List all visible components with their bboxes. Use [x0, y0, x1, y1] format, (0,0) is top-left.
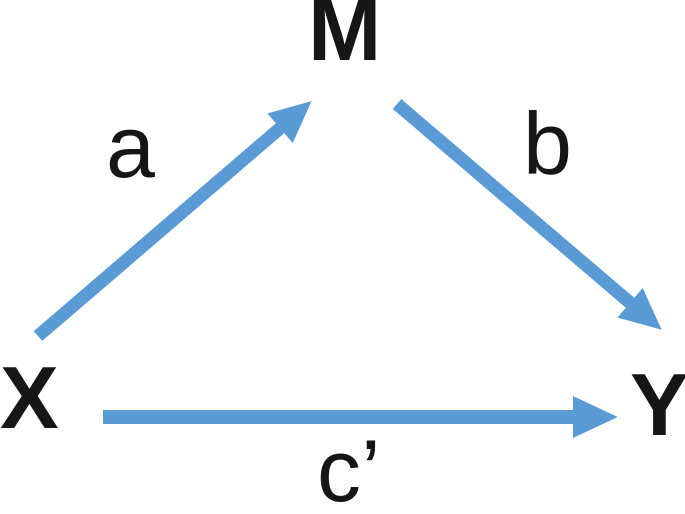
node-label-independent: X: [0, 348, 59, 447]
node-label-dependent: Y: [630, 355, 685, 454]
path-label-c-prime: c’: [317, 421, 381, 514]
path-a-arrow: [33, 101, 312, 341]
node-label-mediator: M: [308, 0, 382, 79]
path-label-b: b: [523, 94, 572, 193]
path-label-a: a: [106, 97, 155, 196]
path-b-arrow: [392, 99, 662, 330]
